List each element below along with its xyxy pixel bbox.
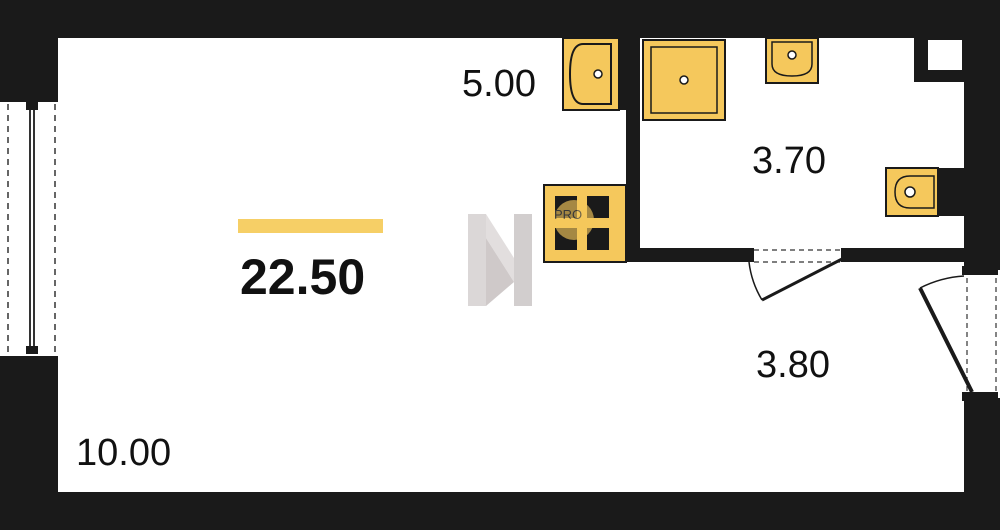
watermark-logo: PRO (468, 200, 594, 306)
hallway-area: 3.80 (756, 344, 830, 386)
washbasin (765, 37, 819, 84)
kitchen-sink (562, 37, 627, 111)
bathroom-walls (626, 38, 964, 262)
kitchen-area: 5.00 (462, 63, 536, 105)
room-area: 10.00 (76, 432, 171, 474)
toilet (885, 167, 964, 217)
window (4, 102, 58, 354)
bathroom-door (744, 248, 851, 302)
shower-tray (642, 39, 726, 121)
total-area-accent-bar (238, 219, 383, 233)
bathroom-area: 3.70 (752, 140, 826, 182)
total-area: 22.50 (240, 249, 365, 305)
entrance-door (918, 266, 1000, 401)
watermark-text: PRO (554, 207, 582, 222)
